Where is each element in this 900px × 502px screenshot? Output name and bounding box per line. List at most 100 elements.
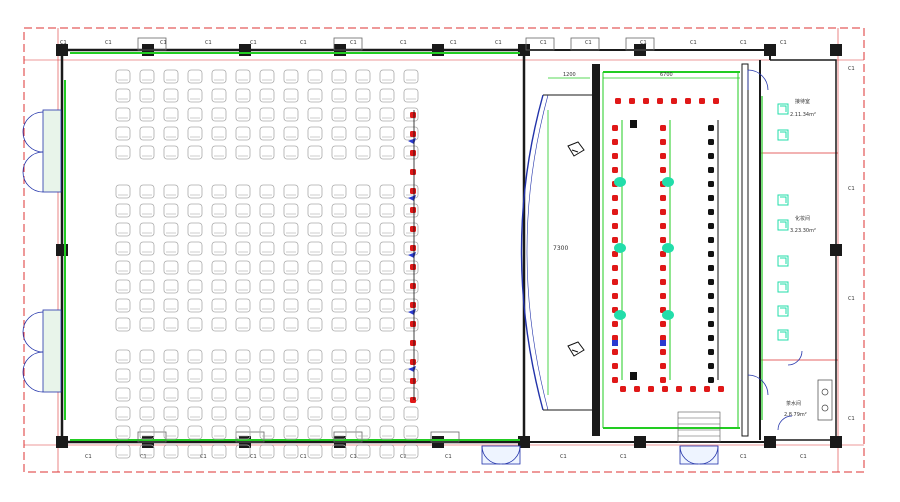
seat-back [307,425,323,440]
seat-back [355,69,371,84]
seat-icon [163,88,179,103]
chair-blue [408,309,416,315]
chair-dark [708,181,714,187]
chair-red [612,195,618,201]
seat-back [235,298,251,313]
seat-back [115,425,131,440]
seat-back [187,88,203,103]
seat-back [355,425,371,440]
seat-icon [115,241,131,256]
seat-back [259,203,275,218]
seat-icon [355,126,371,141]
seat-back [115,203,131,218]
chair-red [410,169,416,175]
entrance-steps [677,411,721,443]
seat-back [139,69,155,84]
seat-back [187,317,203,332]
window-tag-label: C1 [140,454,147,460]
chair-red [660,377,666,383]
seat-back [115,222,131,237]
seat-icon [355,241,371,256]
chair-red [612,321,618,327]
seat-back [403,69,419,84]
seat-icon [115,126,131,141]
seat-back [139,406,155,421]
seat-back [307,126,323,141]
window-tag-label: C1 [740,454,747,460]
seat-back [403,317,419,332]
door-swing-icon [747,69,803,431]
seat-icon [163,145,179,160]
seat-back [187,406,203,421]
seat-icon [379,126,395,141]
seat-back [235,444,251,459]
seat-back [115,107,131,122]
window-tag-label: C1 [200,454,207,460]
seat-icon [331,222,347,237]
seat-back [283,69,299,84]
seat-back [331,241,347,256]
seat-icon [115,184,131,199]
seat-back [355,145,371,160]
seat-back [331,279,347,294]
seat-icon [307,222,323,237]
seat-back [355,260,371,275]
seat-back [283,88,299,103]
seat-back [307,184,323,199]
seat-icon [187,349,203,364]
chair-red [410,264,416,270]
seat-icon [355,184,371,199]
seat-icon [331,69,347,84]
seat-back [283,126,299,141]
outer-boundary [23,27,865,473]
window-tag-label: C1 [400,454,407,460]
seat-back [307,298,323,313]
seat-icon [163,69,179,84]
seat-back [331,69,347,84]
seat-icon [187,387,203,402]
chair-outline [777,129,789,141]
seat-icon [187,241,203,256]
seat-back [163,298,179,313]
seat-icon [283,260,299,275]
chair-red [660,139,666,145]
seat-back [283,425,299,440]
seat-icon [379,368,395,383]
seat-icon [139,387,155,402]
seat-back [307,260,323,275]
seat-icon [307,298,323,313]
seat-icon [259,145,275,160]
window-tag-label: C1 [300,454,307,460]
seat-back [379,387,395,402]
seat-icon [331,298,347,313]
seat-back [187,69,203,84]
seat-back [163,126,179,141]
seat-icon [355,317,371,332]
chair-red [612,279,618,285]
seat-icon [307,107,323,122]
window-tag-label: C1 [848,296,855,302]
seat-icon [187,406,203,421]
seat-back [355,317,371,332]
chair-red [662,386,668,392]
wash-room: 茶水间 2.8.79m² [784,400,807,418]
seat-icon [139,69,155,84]
seat-icon [139,184,155,199]
seat-back [211,317,227,332]
seat-back [283,222,299,237]
seat-icon [259,69,275,84]
chair-outline [777,219,789,231]
seat-back [331,298,347,313]
seat-icon [307,88,323,103]
chair-red [660,265,666,271]
seat-icon [307,368,323,383]
chair-outline [777,194,789,206]
seat-back [163,145,179,160]
seat-back [307,69,323,84]
reception-name: 接待室 [795,98,810,105]
window-tag-label: C1 [300,40,307,46]
seat-icon [283,298,299,313]
seat-back [163,425,179,440]
seat-icon [379,425,395,440]
chair-red [410,302,416,308]
